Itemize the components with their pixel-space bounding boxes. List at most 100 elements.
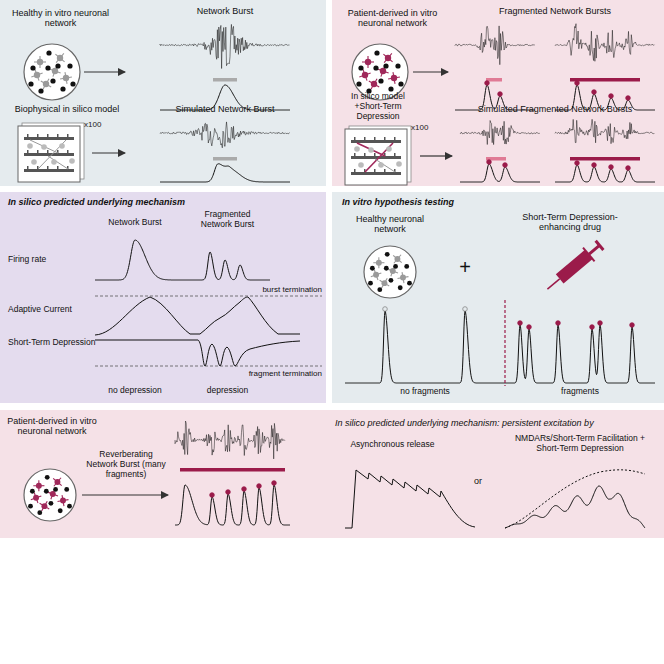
interneuron (27, 143, 33, 149)
flow-arrow (413, 71, 448, 72)
flow-arrow (84, 71, 125, 72)
syringe-cap (596, 241, 604, 250)
threshold-line (95, 366, 322, 367)
model-box (345, 129, 407, 185)
panel-text: Reverberating Network Burst (many fragme… (86, 450, 166, 479)
neuron-dot (398, 285, 403, 290)
interneuron (358, 162, 364, 168)
neuron-row (351, 140, 401, 143)
neuron-dot (30, 489, 35, 494)
facilitation-curve (505, 470, 645, 528)
burst-duration-bar (213, 157, 237, 161)
neuron-soma (37, 59, 43, 65)
neuron-dot (393, 264, 398, 269)
network-dish (364, 246, 416, 298)
spike-mark (384, 137, 386, 140)
neuron-dot (30, 65, 35, 70)
neuron-dot (50, 78, 55, 83)
spike-mark (354, 137, 356, 140)
neuron-row (24, 137, 74, 140)
spike-mark (37, 150, 39, 153)
interneuron (386, 146, 392, 152)
burst-trace (175, 421, 285, 459)
burst-trace (160, 122, 290, 148)
panel-text: Network Burst (95, 218, 175, 228)
neuron-soma (362, 72, 368, 78)
interneuron (69, 158, 75, 164)
interneuron (41, 144, 47, 150)
neuron-soma (373, 272, 379, 278)
panel-text: In silico model +Short-Term Depression (336, 92, 420, 121)
panel-text: + (450, 256, 480, 279)
spike-mark (47, 166, 49, 169)
panel-text: Patient-derived in vitro neuronal networ… (335, 8, 450, 29)
neuron-dot (60, 86, 65, 91)
neuron-soma (400, 275, 406, 281)
spike-mark (354, 169, 356, 172)
depression-curve (95, 340, 300, 366)
network-dish (352, 44, 408, 100)
fragment-marker (272, 481, 277, 486)
neuron-soma (376, 260, 382, 266)
neuron-dot (377, 287, 382, 292)
model-box (18, 126, 80, 182)
flow-arrow (92, 152, 125, 153)
neuron-dot (37, 510, 42, 515)
rate-curve (460, 164, 540, 182)
panel-text: NMDARs/Short-Term Facilitation + Short-T… (505, 434, 655, 454)
fragment-marker (590, 325, 595, 330)
neuron-soma (390, 268, 396, 274)
mechanism-panel: In silico predicted underlying mechanism… (0, 192, 326, 403)
neuron-soma (41, 503, 47, 509)
neuron-dot (385, 252, 390, 257)
neuron-soma (63, 75, 69, 81)
panel-text: depression (190, 386, 265, 396)
neuron-soma (385, 55, 391, 61)
neuron-dot (407, 281, 412, 286)
neuron-dot (358, 65, 363, 70)
spike-trace (345, 311, 655, 383)
neuron-dot (45, 475, 50, 480)
neuron-soma (394, 256, 400, 262)
interneuron (378, 162, 384, 168)
neuron-soma (371, 81, 377, 87)
neuron-dot (38, 88, 43, 93)
rate-curve (95, 240, 270, 280)
synapse (48, 156, 68, 169)
burst-trace (455, 26, 535, 65)
panel-text: Simulated Fragmented Network Bursts (455, 104, 655, 114)
spike-mark (374, 137, 376, 140)
synapse (357, 143, 385, 156)
fragment-marker (592, 163, 597, 168)
threshold-line (95, 296, 322, 297)
adaptive-current (95, 297, 300, 335)
panel-text: Fragmented Network Burst (190, 210, 265, 230)
replica-count: x100 (411, 124, 428, 133)
spike-mark (354, 153, 356, 156)
interneuron (31, 159, 37, 165)
panel-text: Patient-derived in vitro neuronal networ… (2, 416, 102, 437)
panel-text: Biophysical in silico model (2, 104, 132, 114)
interneuron (354, 146, 360, 152)
flow-arrow (420, 155, 452, 156)
neuron-soma (33, 495, 39, 501)
fragment-marker (487, 160, 492, 165)
neuron-dot (53, 487, 58, 492)
panel-text: In silico predicted underlying mechanism… (335, 418, 660, 428)
panel-text: no fragments (375, 387, 475, 397)
rate-curve (455, 85, 535, 110)
interneuron (51, 159, 57, 165)
panel-text: Healthy neuronal network (345, 214, 435, 235)
interneuron (396, 161, 402, 167)
neuron-dot (49, 501, 54, 506)
panel-text: Healthy in vitro neuronal network (8, 8, 113, 29)
burst-duration-bar (180, 468, 285, 472)
panel-text: burst termination (240, 285, 322, 294)
fragment-marker (383, 307, 388, 312)
neuron-dot (67, 63, 72, 68)
panel-text: Short-Term Depression-enhancing drug (505, 212, 635, 233)
neuron-soma (381, 280, 387, 286)
burst-duration-bar (570, 78, 640, 82)
neuron-row (24, 153, 74, 156)
